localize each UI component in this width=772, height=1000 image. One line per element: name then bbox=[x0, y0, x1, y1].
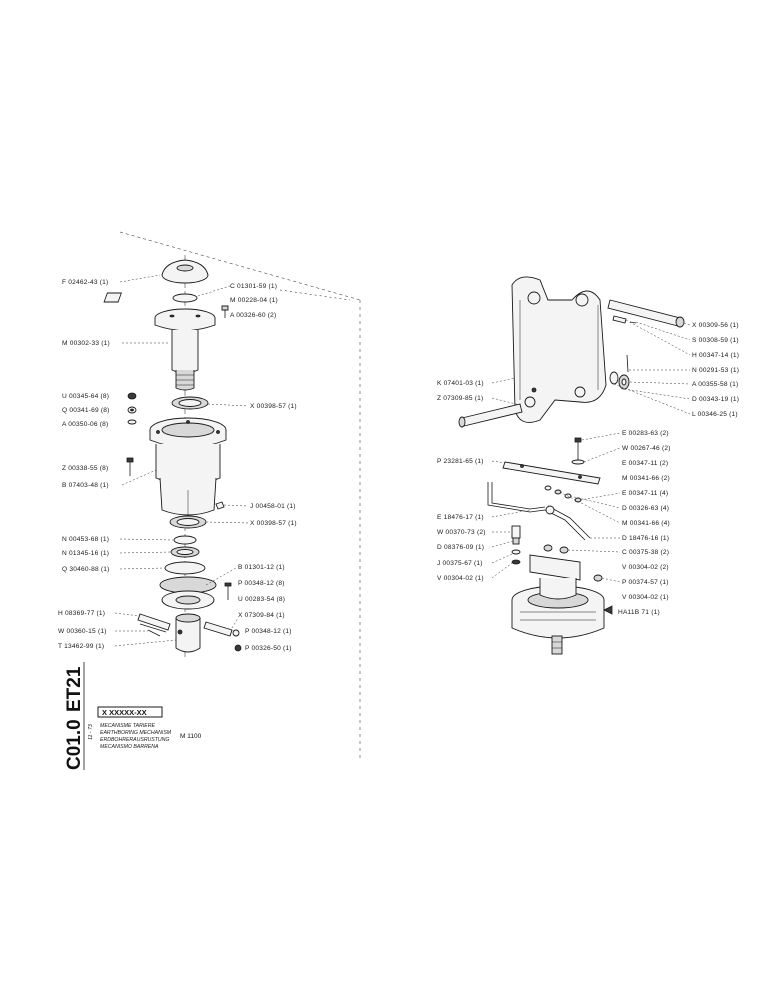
callout-J-00375-67: J 00375-67 (1) bbox=[437, 560, 483, 567]
callout-A-00350-06: A 00350-06 (8) bbox=[62, 421, 108, 428]
callout-D-00343-19: D 00343-19 (1) bbox=[692, 396, 739, 403]
callout-C-00375-38: C 00375-38 (2) bbox=[622, 549, 669, 556]
callout-M-00302-33: M 00302-33 (1) bbox=[62, 340, 110, 347]
callout-J-00458-01: J 00458-01 (1) bbox=[250, 503, 296, 510]
callout-L-00346-25: L 00346-25 (1) bbox=[692, 411, 738, 418]
callout-X-00309-56: X 00309-56 (1) bbox=[692, 322, 739, 329]
callout-N-00291-53: N 00291-53 (1) bbox=[692, 367, 739, 374]
right-left-callouts: K 07401-03 (1) Z 07309-85 (1) P 23281-65… bbox=[437, 377, 531, 582]
title-block: ET21 C01.0 11 - 73 X XXXXX-XX MECANISME … bbox=[64, 662, 202, 770]
callout-X-00398-57-b: X 00398-57 (1) bbox=[250, 520, 297, 527]
desc-en: EARTHBORING MECHANISM bbox=[100, 730, 172, 736]
right-assembly-drawing bbox=[458, 276, 685, 655]
callout-Q-00341-69: Q 00341-69 (8) bbox=[62, 407, 110, 414]
callout-E-00347-11-a: E 00347-11 (2) bbox=[622, 460, 668, 467]
callout-W-00360-15: W 00360-15 (1) bbox=[58, 628, 107, 635]
date-code: 11 - 73 bbox=[88, 724, 94, 740]
callout-M-00341-66-b: M 00341-66 (4) bbox=[622, 520, 670, 527]
callout-U-00283-54: U 00283-54 (8) bbox=[238, 596, 285, 603]
desc-de: ERDBOHRERAUSRUSTUNG bbox=[100, 737, 169, 743]
part-number: X XXXXX-XX bbox=[102, 708, 147, 717]
callout-Z-00338-55: Z 00338-55 (8) bbox=[62, 465, 108, 472]
desc-fr: MECANISME TARIERE bbox=[100, 723, 155, 729]
callout-P-23281-65: P 23281-65 (1) bbox=[437, 458, 484, 465]
callout-K-07401-03: K 07401-03 (1) bbox=[437, 380, 484, 387]
callout-M-00228-04: M 00228-04 (1) bbox=[230, 297, 278, 304]
callout-E-18476-17: E 18476-17 (1) bbox=[437, 514, 484, 521]
callout-A-00326-60: A 00326-60 (2) bbox=[230, 312, 276, 319]
left-callouts: F 02462-43 (1) M 00302-33 (1) U 00345-64… bbox=[58, 274, 177, 650]
callout-D-00326-63: D 00326-63 (4) bbox=[622, 505, 669, 512]
mid-callouts: C 01301-59 (1) M 00228-04 (1) A 00326-60… bbox=[197, 283, 297, 652]
callout-E-00347-11-b: E 00347-11 (4) bbox=[622, 490, 668, 497]
desc-es: MECANISMO BARRENA bbox=[100, 744, 159, 750]
callout-A-00355-58: A 00355-58 (1) bbox=[692, 381, 738, 388]
callout-S-00308-59: S 00308-59 (1) bbox=[692, 337, 739, 344]
callout-U-00345-64: U 00345-64 (8) bbox=[62, 393, 109, 400]
callout-B-07403-48: B 07403-48 (1) bbox=[62, 482, 109, 489]
callout-M-00341-66-a: M 00341-66 (2) bbox=[622, 475, 670, 482]
section-code: ET21 bbox=[64, 666, 85, 712]
callout-P-00326-50: P 00326-50 (1) bbox=[245, 645, 292, 652]
callout-Q-30460-88: Q 30460-88 (1) bbox=[62, 566, 110, 573]
callout-X-00398-57-a: X 00398-57 (1) bbox=[250, 403, 297, 410]
callout-F-02462-43: F 02462-43 (1) bbox=[62, 279, 108, 286]
callout-X-07309-84: X 07309-84 (1) bbox=[238, 612, 285, 619]
callout-E-00283-63: E 00283-63 (2) bbox=[622, 430, 669, 437]
callout-D-18476-16: D 18476-16 (1) bbox=[622, 535, 669, 542]
callout-H-00347-14: H 00347-14 (1) bbox=[692, 352, 739, 359]
callout-C-01301-59: C 01301-59 (1) bbox=[230, 283, 277, 290]
callout-T-13462-99: T 13462-99 (1) bbox=[58, 643, 104, 650]
callout-P-00348-12-a: P 00348-12 (8) bbox=[238, 580, 285, 587]
right-right-callouts: X 00309-56 (1) S 00308-59 (1) H 00347-14… bbox=[559, 319, 739, 616]
callout-V-00304-02-left: V 00304-02 (1) bbox=[437, 575, 484, 582]
callout-W-00370-73: W 00370-73 (2) bbox=[437, 529, 486, 536]
callout-Z-07309-85: Z 07309-85 (1) bbox=[437, 395, 483, 402]
callout-N-00453-68: N 00453-68 (1) bbox=[62, 536, 109, 543]
callout-W-00267-46: W 00267-46 (2) bbox=[622, 445, 671, 452]
page-code: C01.0 bbox=[64, 719, 85, 770]
callout-HA11B-71: HA11B 71 (1) bbox=[618, 609, 660, 616]
callout-B-01301-12: B 01301-12 (1) bbox=[238, 564, 285, 571]
callout-V-00304-02-b: V 00304-02 (1) bbox=[622, 594, 669, 601]
scan-marks bbox=[119, 231, 361, 760]
callout-V-00304-02-a: V 00304-02 (2) bbox=[622, 564, 669, 571]
model: M 1100 bbox=[180, 733, 202, 740]
callout-P-00348-12-b: P 00348-12 (1) bbox=[245, 628, 292, 635]
callout-D-08376-09: D 08376-09 (1) bbox=[437, 544, 484, 551]
callout-H-08369-77: H 08369-77 (1) bbox=[58, 610, 105, 617]
callout-N-01345-16: N 01345-16 (1) bbox=[62, 550, 109, 557]
callout-P-00374-57: P 00374-57 (1) bbox=[622, 579, 669, 586]
left-assembly-drawing bbox=[103, 255, 242, 660]
